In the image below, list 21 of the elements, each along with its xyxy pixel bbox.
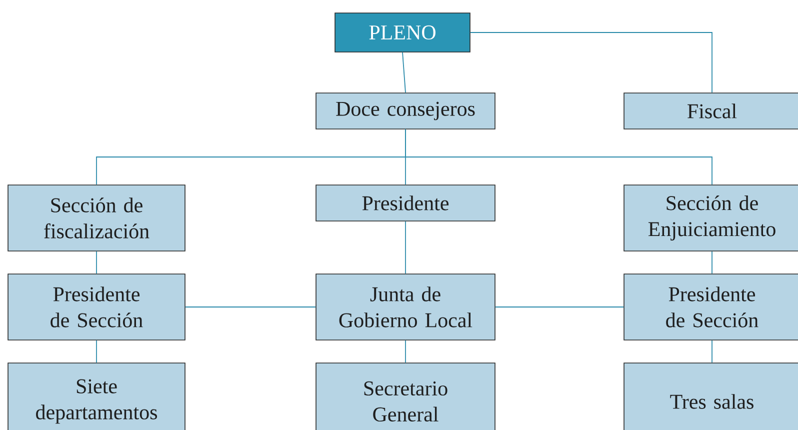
org-box: Sección de fiscalización <box>8 184 186 252</box>
org-box: Secretario General <box>316 362 496 430</box>
header-box: PLENO <box>334 12 470 52</box>
org-box: Fiscal <box>624 92 798 130</box>
org-box: Sección de Enjuiciamiento <box>624 184 798 252</box>
org-box: Tres salas <box>624 362 798 430</box>
connector-line <box>184 306 316 308</box>
connector-line <box>405 340 406 364</box>
connector-line <box>405 128 712 186</box>
connector-line <box>96 250 97 274</box>
connector-line <box>402 52 406 94</box>
connector-line <box>405 220 406 274</box>
connector-line <box>494 306 624 308</box>
org-box: Presidente de Sección <box>624 274 798 340</box>
org-box: Presidente de Sección <box>8 274 186 340</box>
org-box: Doce consejeros <box>316 92 496 130</box>
org-box: Presidente <box>316 184 496 222</box>
connector-line <box>96 340 97 364</box>
connector-line <box>470 32 712 94</box>
org-box: Junta de Gobierno Local <box>316 274 496 340</box>
org-box: Siete departamentos <box>8 362 186 430</box>
